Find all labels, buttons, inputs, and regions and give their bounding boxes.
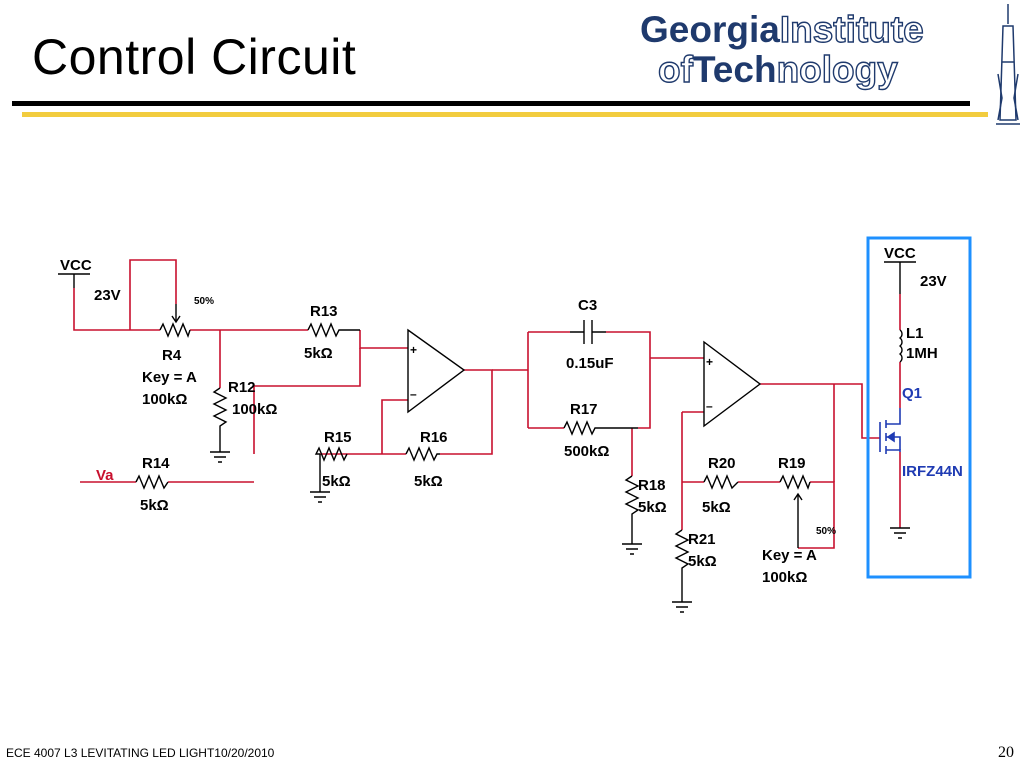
r14-value: 5kΩ	[140, 497, 169, 514]
vcc2-voltage: 23V	[920, 273, 947, 290]
vcc2-label: VCC	[884, 245, 916, 262]
ground-icon	[210, 451, 230, 463]
r13-value: 5kΩ	[304, 345, 333, 362]
c3-label: C3	[578, 297, 597, 314]
circuit-components	[58, 261, 916, 613]
r21-value: 5kΩ	[688, 553, 717, 570]
logo-line-1: GeorgiaInstitute	[640, 9, 924, 50]
l1-value: 1MH	[906, 345, 938, 362]
control-circuit-schematic: VCC 23V 50% R4 Key = A 100kΩ R12 100kΩ R…	[58, 236, 972, 613]
r18-label: R18	[638, 477, 666, 494]
r18-resistor	[624, 475, 640, 544]
r15-resistor	[314, 446, 348, 462]
logo-georgia: Georgia	[640, 9, 780, 50]
r12-label: R12	[228, 379, 256, 396]
circuit-wires	[73, 259, 901, 549]
c3-capacitor	[570, 320, 606, 344]
r15-label: R15	[324, 429, 352, 446]
r19-percent: 50%	[816, 526, 836, 537]
op-amp-1-minus: –	[410, 387, 417, 401]
l1-label: L1	[906, 325, 924, 342]
footer-course-text: ECE 4007 L3 LEVITATING LED LIGHT10/20/20…	[6, 746, 275, 760]
r20-label: R20	[708, 455, 736, 472]
q1-label: Q1	[902, 385, 922, 402]
op-amp-1-plus: +	[410, 343, 417, 357]
r19-resistor	[779, 474, 811, 490]
ground-icon	[672, 601, 692, 613]
c3-value: 0.15uF	[566, 355, 614, 372]
r21-resistor	[674, 529, 690, 602]
r14-label: R14	[142, 455, 170, 472]
r13-label: R13	[310, 303, 338, 320]
r19-wiper-arrow	[793, 492, 803, 548]
r12-resistor	[212, 387, 228, 452]
r16-label: R16	[420, 429, 448, 446]
r14-resistor	[135, 474, 169, 490]
r13-resistor	[307, 322, 360, 338]
logo-of: of	[657, 49, 693, 90]
r4-percent: 50%	[194, 296, 214, 307]
r4-wiper-arrow	[171, 304, 181, 324]
ground-icon	[622, 543, 642, 555]
r17-label: R17	[570, 401, 598, 418]
georgia-tech-logo: GeorgiaInstitute ofTechnology	[636, 9, 994, 98]
op-amp-2-minus: –	[706, 399, 713, 413]
r15-value: 5kΩ	[322, 473, 351, 490]
r17-value: 500kΩ	[564, 443, 609, 460]
r21-label: R21	[688, 531, 716, 548]
ground-icon	[310, 491, 330, 503]
r20-value: 5kΩ	[702, 499, 731, 516]
l1-inductor	[898, 329, 903, 363]
vcc1-voltage: 23V	[94, 287, 121, 304]
logo-nology: nology	[776, 49, 899, 90]
q1-mosfet	[879, 408, 901, 454]
va-label: Va	[96, 467, 114, 484]
op-amp-2-plus: +	[706, 355, 713, 369]
mosfet-highlight-box	[866, 236, 972, 579]
page-number: 20	[998, 744, 1014, 761]
op-amp-1	[407, 328, 466, 414]
r16-value: 5kΩ	[414, 473, 443, 490]
vcc1-label: VCC	[60, 257, 92, 274]
vcc2-symbol	[884, 261, 916, 294]
r4-label: R4	[162, 347, 182, 364]
r19-label: R19	[778, 455, 806, 472]
r16-resistor	[405, 446, 440, 462]
op-amp-2	[703, 340, 762, 428]
title-underline-gold	[22, 112, 988, 117]
tech-tower-icon	[996, 4, 1020, 125]
ground-icon	[890, 527, 910, 539]
logo-institute: Institute	[779, 9, 924, 50]
logo-tech: Tech	[692, 49, 777, 90]
logo-line-2: ofTechnology	[657, 49, 899, 90]
vcc1-symbol	[58, 273, 90, 288]
q1-part: IRFZ44N	[902, 463, 963, 480]
r12-value: 100kΩ	[232, 401, 277, 418]
r4-resistor	[159, 322, 191, 338]
r4-value: 100kΩ	[142, 391, 187, 408]
r18-value: 5kΩ	[638, 499, 667, 516]
slide-title: Control Circuit	[32, 29, 357, 85]
r19-value: 100kΩ	[762, 569, 807, 586]
title-underline-black	[12, 101, 970, 106]
r20-resistor	[703, 474, 739, 490]
r4-key: Key = A	[142, 369, 197, 386]
r17-resistor	[563, 420, 638, 436]
r19-key: Key = A	[762, 547, 817, 564]
